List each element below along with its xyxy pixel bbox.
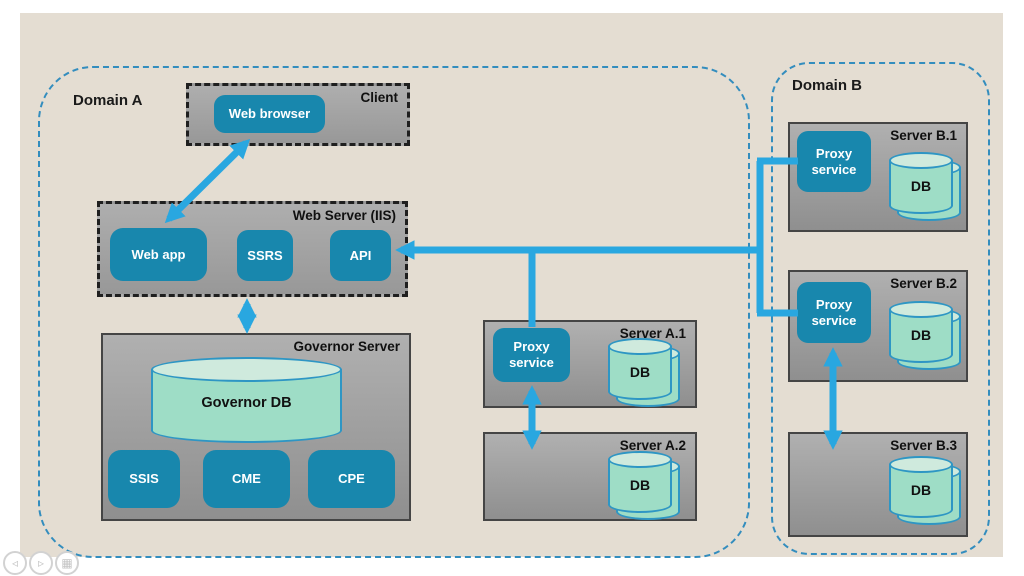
db-a1-cylinder: DB bbox=[608, 338, 672, 400]
db-b1-cylinder: DB bbox=[889, 152, 953, 214]
proxy-service-b2-node: Proxy service bbox=[797, 282, 871, 343]
server-a2-title: Server A.2 bbox=[619, 438, 686, 453]
db-b3-cylinder: DB bbox=[889, 456, 953, 518]
next-page-button[interactable]: ▹ bbox=[29, 551, 53, 575]
ssis-node: SSIS bbox=[108, 450, 180, 508]
cylinder-top bbox=[151, 357, 342, 382]
api-node: API bbox=[330, 230, 391, 281]
prev-page-button[interactable]: ◃ bbox=[3, 551, 27, 575]
domain-a-label: Domain A bbox=[73, 92, 143, 109]
db-b3-stack: DB bbox=[889, 456, 963, 526]
cpe-node: CPE bbox=[308, 450, 395, 508]
web-server-group-title: Web Server (IIS) bbox=[292, 208, 396, 223]
domain-a-boundary bbox=[38, 66, 750, 558]
prev-page-icon: ◃ bbox=[11, 556, 19, 570]
client-group-title: Client bbox=[360, 90, 398, 105]
db-b2-label: DB bbox=[910, 327, 932, 343]
db-a2-label: DB bbox=[629, 477, 651, 493]
db-b2-stack: DB bbox=[889, 301, 963, 371]
view-mode-button[interactable]: ▦ bbox=[55, 551, 79, 575]
db-a1-label: DB bbox=[629, 364, 651, 380]
proxy-service-b1-node: Proxy service bbox=[797, 131, 871, 192]
domain-b-boundary bbox=[771, 62, 990, 555]
next-page-icon: ▹ bbox=[37, 556, 45, 570]
ssrs-node: SSRS bbox=[237, 230, 293, 281]
db-a1-stack: DB bbox=[608, 338, 682, 408]
governor-server-title: Governor Server bbox=[293, 339, 400, 354]
governor-db-label: Governor DB bbox=[201, 395, 292, 411]
server-b2-title: Server B.2 bbox=[890, 276, 957, 291]
domain-b-label: Domain B bbox=[792, 77, 863, 94]
db-b1-stack: DB bbox=[889, 152, 963, 222]
db-b1-label: DB bbox=[910, 178, 932, 194]
server-b3-title: Server B.3 bbox=[890, 438, 957, 453]
db-a2-cylinder: DB bbox=[608, 451, 672, 513]
db-b3-label: DB bbox=[910, 482, 932, 498]
governor-db-cylinder: Governor DB bbox=[151, 357, 342, 443]
server-b1-title: Server B.1 bbox=[890, 128, 957, 143]
proxy-service-a1-node: Proxy service bbox=[493, 328, 570, 382]
cme-node: CME bbox=[203, 450, 290, 508]
web-browser-node: Web browser bbox=[214, 95, 325, 133]
db-a2-stack: DB bbox=[608, 451, 682, 521]
view-mode-icon: ▦ bbox=[61, 556, 73, 570]
web-app-node: Web app bbox=[110, 228, 207, 281]
db-b2-cylinder: DB bbox=[889, 301, 953, 363]
